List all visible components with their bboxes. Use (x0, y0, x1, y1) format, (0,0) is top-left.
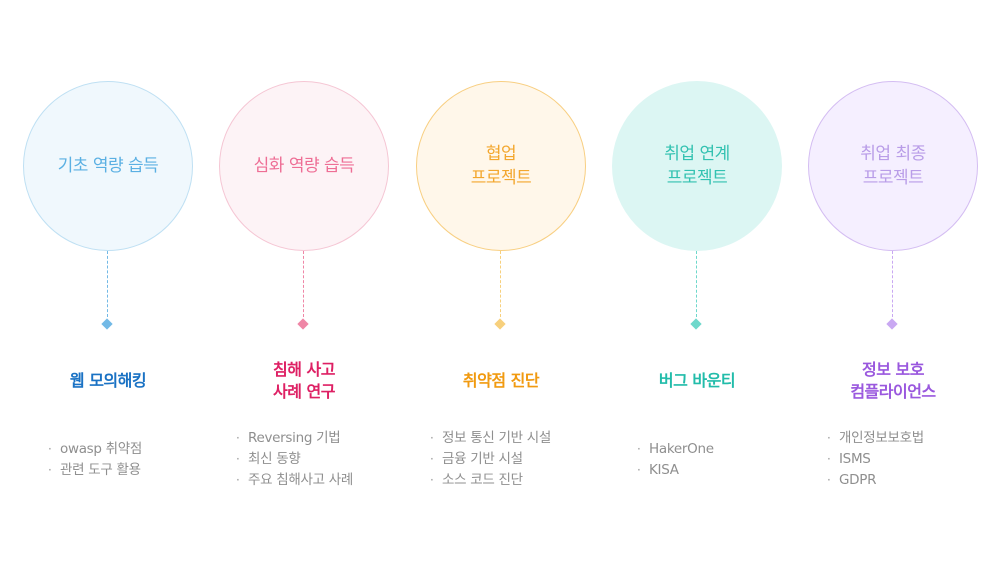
bullet-icon: · (236, 473, 240, 487)
step-title: 웹 모의해킹 (10, 370, 206, 392)
stage-circle: 취업 연계 프로젝트 (612, 81, 782, 251)
list-item: · 최신 동향 (236, 449, 353, 470)
list-item-label: 최신 동향 (248, 451, 301, 467)
list-item-label: ISMS (839, 451, 871, 467)
circle-label: 프로젝트 (666, 168, 728, 188)
circle-label: 취업 연계 (664, 144, 730, 164)
step-title-line: 취약점 진단 (462, 371, 540, 390)
roadmap-step-3: 협업 프로젝트 취약점 진단 · 정보 통신 기반 시설 · 금융 기반 시설 · 소… (403, 0, 599, 572)
bullet-icon: · (827, 473, 831, 487)
stage-circle: 심화 역량 습득 (219, 81, 389, 251)
step-title: 취약점 진단 (403, 370, 599, 392)
list-item-label: 개인정보보호법 (839, 430, 924, 446)
bullet-icon: · (236, 431, 240, 445)
list-item: · Reversing 기법 (236, 428, 353, 449)
roadmap-step-1: 기초 역량 습득 웹 모의해킹 · owasp 취약점 · 관련 도구 활용 (10, 0, 206, 572)
list-item-label: 주요 침해사고 사례 (248, 472, 353, 488)
list-item-label: KISA (649, 462, 679, 478)
circle-label: 취업 최종 (860, 144, 926, 164)
topic-list: · 개인정보보호법 · ISMS · GDPR (827, 428, 924, 491)
stage-circle: 취업 최종 프로젝트 (808, 81, 978, 251)
connector-line (500, 251, 501, 317)
circle-label: 프로젝트 (862, 168, 924, 188)
roadmap-step-5: 취업 최종 프로젝트 정보 보호 컴플라이언스 · 개인정보보호법 · ISMS ·… (795, 0, 991, 572)
list-item-label: HakerOne (649, 441, 714, 457)
step-title: 정보 보호 컴플라이언스 (795, 359, 991, 403)
bullet-icon: · (236, 452, 240, 466)
topic-list: · owasp 취약점 · 관련 도구 활용 (48, 439, 142, 481)
bullet-icon: · (48, 463, 52, 477)
diamond-marker (886, 318, 898, 330)
diamond-marker (690, 318, 702, 330)
topic-list: · Reversing 기법 · 최신 동향 · 주요 침해사고 사례 (236, 428, 353, 491)
step-title-line: 침해 사고 (273, 360, 335, 379)
list-item: · HakerOne (637, 439, 714, 460)
step-title: 버그 바운티 (599, 370, 795, 392)
list-item: · 주요 침해사고 사례 (236, 470, 353, 491)
step-title: 침해 사고 사례 연구 (206, 359, 402, 403)
bullet-icon: · (48, 442, 52, 456)
list-item-label: 정보 통신 기반 시설 (442, 430, 551, 446)
circle-label: 기초 역량 습득 (57, 156, 159, 176)
connector-line (107, 251, 108, 317)
list-item-label: 소스 코드 진단 (442, 472, 523, 488)
step-title-line: 버그 바운티 (658, 371, 736, 390)
list-item: · 정보 통신 기반 시설 (430, 428, 551, 449)
list-item-label: Reversing 기법 (248, 430, 341, 446)
list-item: · KISA (637, 460, 714, 481)
diamond-marker (297, 318, 309, 330)
connector-line (303, 251, 304, 317)
topic-list: · 정보 통신 기반 시설 · 금융 기반 시설 · 소스 코드 진단 (430, 428, 551, 491)
list-item: · ISMS (827, 449, 924, 470)
step-title-line: 컴플라이언스 (850, 382, 936, 401)
step-title-line: 웹 모의해킹 (69, 371, 147, 390)
list-item: · 금융 기반 시설 (430, 449, 551, 470)
bullet-icon: · (430, 452, 434, 466)
connector-line (892, 251, 893, 317)
step-title-line: 정보 보호 (862, 360, 924, 379)
bullet-icon: · (637, 442, 641, 456)
roadmap-step-2: 심화 역량 습득 침해 사고 사례 연구 · Reversing 기법 · 최신 동… (206, 0, 402, 572)
list-item: · 소스 코드 진단 (430, 470, 551, 491)
list-item-label: 관련 도구 활용 (60, 462, 141, 478)
list-item: · owasp 취약점 (48, 439, 142, 460)
diamond-marker (494, 318, 506, 330)
connector-line (696, 251, 697, 317)
list-item: · GDPR (827, 470, 924, 491)
list-item-label: GDPR (839, 472, 877, 488)
circle-label: 프로젝트 (470, 168, 532, 188)
bullet-icon: · (827, 452, 831, 466)
stage-circle: 협업 프로젝트 (416, 81, 586, 251)
bullet-icon: · (637, 463, 641, 477)
circle-label: 협업 (485, 144, 517, 164)
bullet-icon: · (430, 473, 434, 487)
bullet-icon: · (430, 431, 434, 445)
bullet-icon: · (827, 431, 831, 445)
list-item: · 관련 도구 활용 (48, 460, 142, 481)
topic-list: · HakerOne · KISA (637, 439, 714, 481)
list-item: · 개인정보보호법 (827, 428, 924, 449)
list-item-label: 금융 기반 시설 (442, 451, 523, 467)
list-item-label: owasp 취약점 (60, 441, 143, 457)
circle-label: 심화 역량 습득 (253, 156, 355, 176)
stage-circle: 기초 역량 습득 (23, 81, 193, 251)
roadmap-step-4: 취업 연계 프로젝트 버그 바운티 · HakerOne · KISA (599, 0, 795, 572)
step-title-line: 사례 연구 (273, 382, 335, 401)
diamond-marker (101, 318, 113, 330)
